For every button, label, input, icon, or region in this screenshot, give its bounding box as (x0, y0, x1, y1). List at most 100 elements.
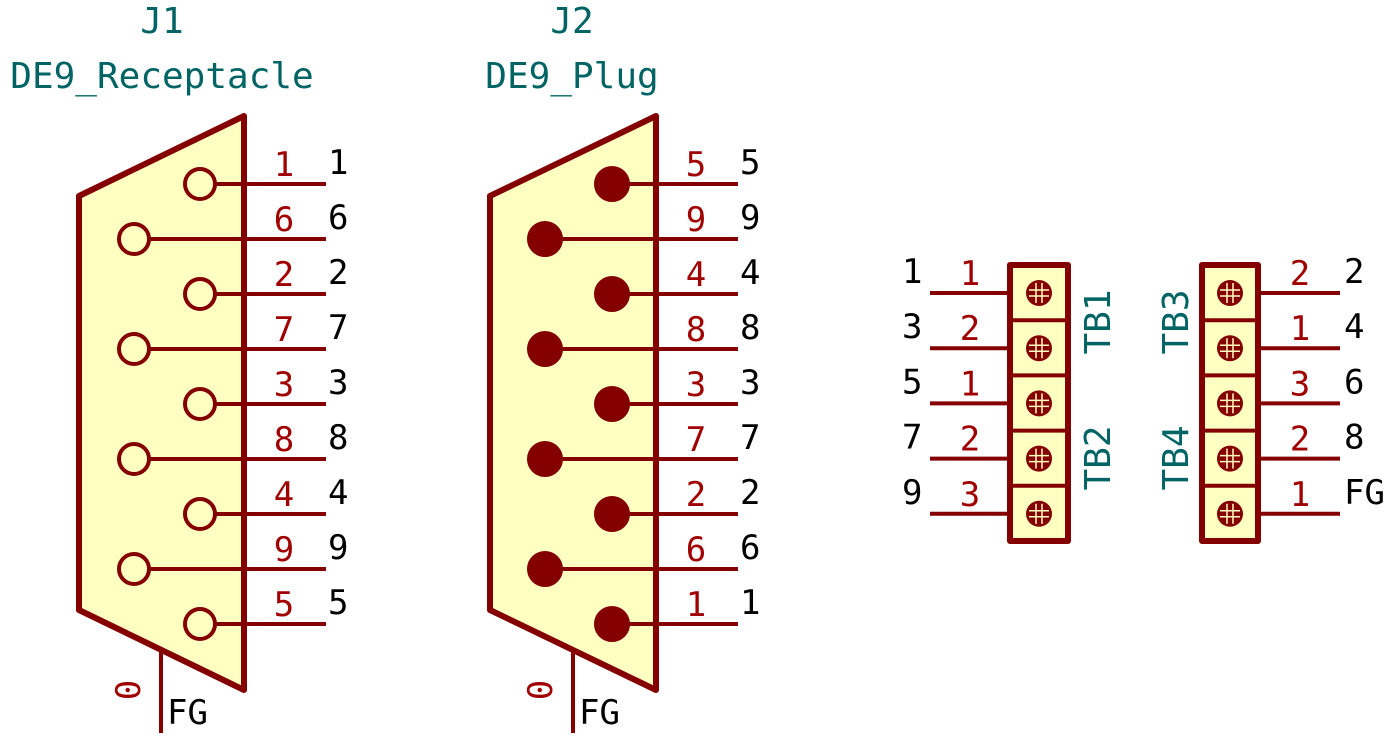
pin-name: 4 (328, 473, 348, 513)
terminal-pin-name: 4 (1344, 307, 1364, 347)
screw-terminal-icon (1026, 335, 1052, 362)
pin-number: 2 (686, 475, 706, 515)
terminal-3[interactable]: 15 (902, 362, 1068, 417)
socket-contact-icon (117, 332, 151, 366)
pin-name: 1 (740, 583, 760, 623)
pin-number: 2 (274, 255, 294, 295)
screw-terminal-icon (1217, 445, 1243, 472)
pin-name: 9 (740, 198, 760, 238)
socket-contact-icon (183, 607, 217, 641)
terminal-pin-number: 2 (1290, 254, 1310, 294)
terminal-1[interactable]: 11 (902, 252, 1052, 306)
pin-contact-icon (594, 606, 630, 642)
terminal-pin-number: 2 (960, 309, 980, 349)
pin-name: 8 (328, 418, 348, 458)
terminal-pin-name: 8 (1344, 418, 1364, 458)
pin-number: 5 (686, 145, 706, 185)
pin-number: 6 (274, 200, 294, 240)
j1-shield-pin-number: 0 (109, 680, 149, 700)
terminal-pin-name: 2 (1344, 252, 1364, 292)
pin-name: 9 (328, 528, 348, 568)
tb2-label: TB2 (1078, 425, 1119, 490)
socket-contact-icon (117, 552, 151, 586)
screw-terminal-icon (1217, 335, 1243, 362)
terminal-5[interactable]: 39 (902, 473, 1068, 527)
terminal-2[interactable]: 23 (902, 307, 1068, 362)
j2-value: DE9_Plug (485, 56, 658, 97)
pin-number: 8 (274, 420, 294, 460)
socket-contact-icon (117, 442, 151, 476)
j1-reference: J1 (140, 1, 183, 42)
pin-number: 4 (686, 255, 706, 295)
terminal-pin-number: 1 (1290, 309, 1310, 349)
pin-number: 7 (274, 310, 294, 350)
j2-shield-pin-number: 0 (521, 680, 561, 700)
screw-terminal-icon (1217, 390, 1243, 417)
pin-contact-icon (594, 386, 630, 422)
j1-shield-pin-name: FG (167, 693, 208, 733)
pin-contact-icon (527, 221, 563, 257)
pin-contact-icon (527, 441, 563, 477)
terminal-pin-name: 6 (1344, 362, 1364, 402)
tb3-label: TB3 (1156, 289, 1197, 354)
terminal-pin-name: 3 (902, 307, 922, 347)
pin-number: 3 (274, 365, 294, 405)
screw-terminal-icon (1026, 390, 1052, 417)
pin-number: 3 (686, 365, 706, 405)
pin-contact-icon (594, 166, 630, 202)
terminal-pin-number: 2 (960, 420, 980, 460)
pin-number: 1 (274, 145, 294, 185)
pin-contact-icon (527, 551, 563, 587)
screw-terminal-icon (1217, 500, 1243, 527)
socket-contact-icon (183, 497, 217, 531)
socket-contact-icon (183, 167, 217, 201)
pin-name: 3 (328, 363, 348, 403)
terminal-pin-number: 3 (960, 475, 980, 515)
terminal-pin-name: 7 (902, 418, 922, 458)
pin-name: 1 (328, 143, 348, 183)
tb4-label: TB4 (1156, 425, 1197, 490)
pin-number: 6 (686, 530, 706, 570)
socket-contact-icon (183, 387, 217, 421)
socket-contact-icon (117, 222, 151, 256)
tb1-label: TB1 (1078, 289, 1119, 354)
pin-name: 5 (740, 143, 760, 183)
j2-shield-pin-name: FG (579, 693, 620, 733)
pin-name: 2 (328, 253, 348, 293)
terminal-pin-name: FG (1344, 473, 1385, 513)
pin-number: 8 (686, 310, 706, 350)
pin-number: 1 (686, 585, 706, 625)
terminal-pin-number: 3 (1290, 364, 1310, 404)
pin-contact-icon (594, 276, 630, 312)
j1-value: DE9_Receptacle (10, 56, 313, 97)
terminal-4[interactable]: 27 (902, 418, 1068, 472)
